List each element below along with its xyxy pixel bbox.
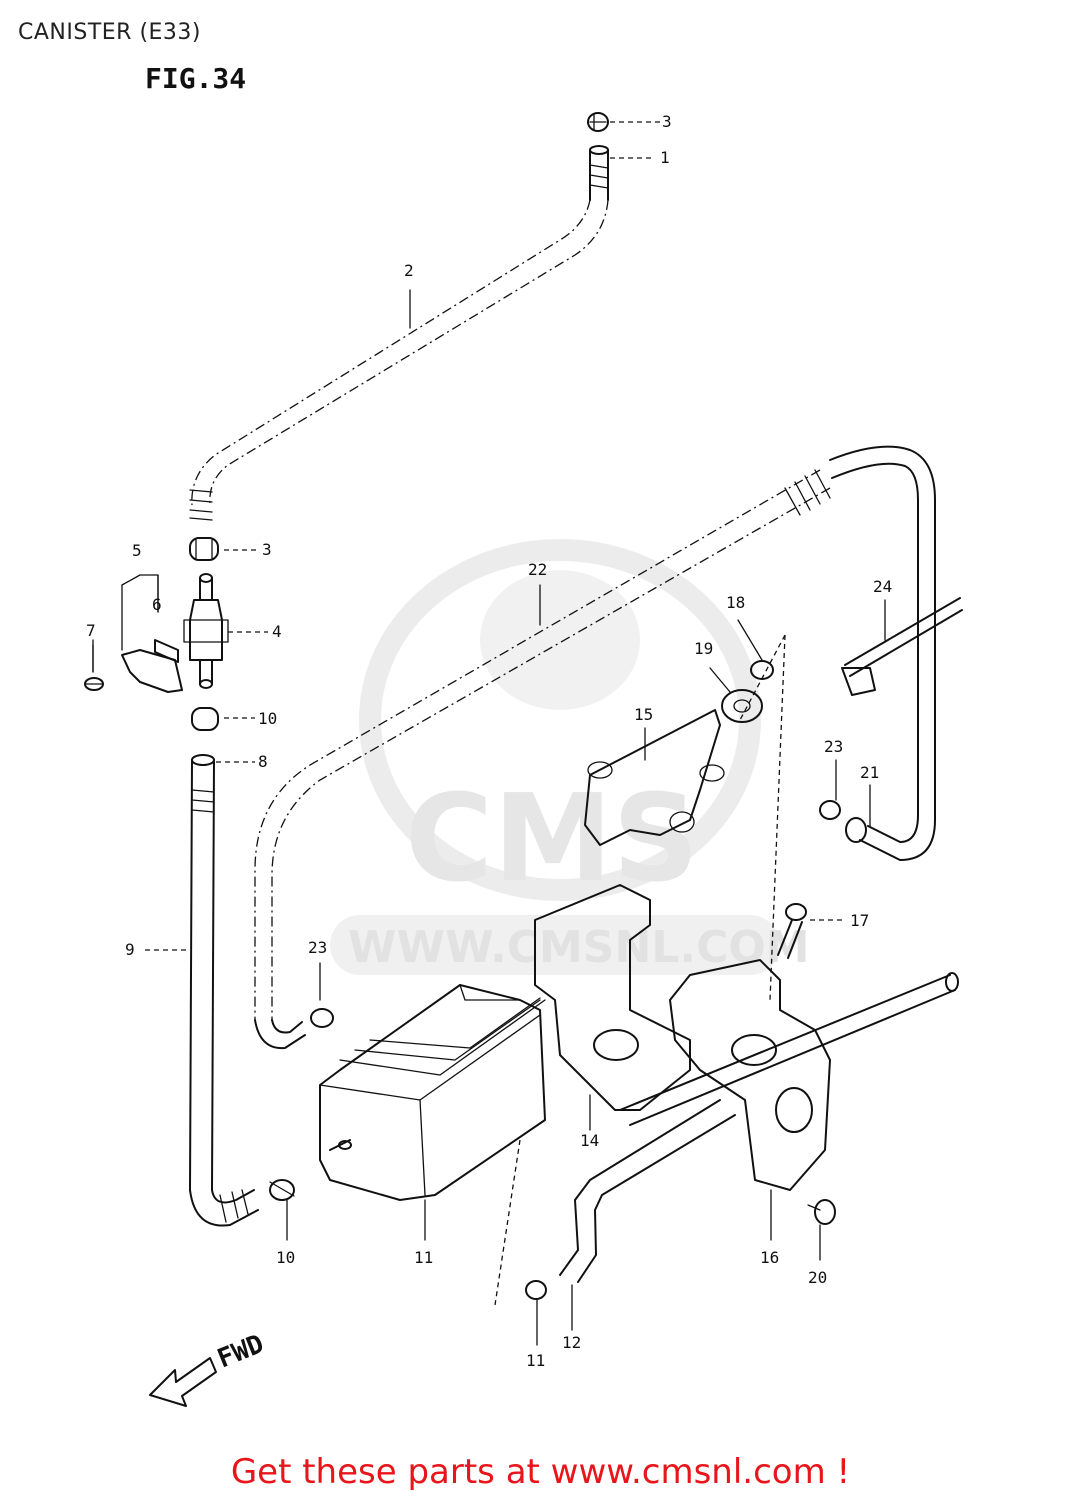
callout-20: 20 [808,1268,827,1287]
callout-4: 4 [272,622,282,641]
part-11-canister [319,984,546,1201]
part-14-plate [534,884,691,1111]
watermark-text: WWW.CMSNL.COM [348,922,810,973]
part-18-19-grommet [721,660,774,723]
pipe [619,972,959,1126]
part-2-upper-hose [189,199,609,521]
forward-arrow-icon [149,1357,217,1407]
callout-6: 6 [152,595,162,614]
callout-17: 17 [850,911,869,930]
callout-10-upper: 10 [258,709,277,728]
callout-5: 5 [132,541,142,560]
callout-23-left: 23 [308,938,327,957]
callout-8: 8 [258,752,268,771]
callout-12: 12 [562,1333,581,1352]
callout-21: 21 [860,763,879,782]
part-21-24-hose [829,445,963,861]
part-17-bolt [777,903,807,959]
callouts: 3 1 2 3 5 6 7 4 10 8 9 23 22 18 19 15 24… [86,112,892,1370]
part-23-clamp [310,1008,334,1028]
part-10-lower-clamp [269,1179,295,1201]
watermark: CMS WWW.CMSNL.COM [330,539,810,975]
part-15-bracket [584,709,725,846]
callout-15: 15 [634,705,653,724]
callout-23-right: 23 [824,737,843,756]
watermark-logo: CMS [405,770,699,909]
part-23-right-clamp [819,800,841,820]
callout-10-lower: 10 [276,1248,295,1267]
get-parts-link[interactable]: Get these parts at www.cmsnl.com ! [230,1452,851,1492]
part-1-connector [589,145,609,201]
callout-24: 24 [873,577,892,596]
callout-19: 19 [694,639,713,658]
leader-lines [92,121,886,1346]
callout-3: 3 [262,540,272,559]
part-20-bolt [807,1199,836,1225]
part-12-hose [559,1099,736,1283]
callout-2: 2 [404,261,414,280]
callout-9: 9 [125,940,135,959]
part-10-clamp [191,707,219,731]
part-11-clamp [525,1280,547,1300]
forward-label: FWD [213,1329,268,1374]
callout-7: 7 [86,621,96,640]
callout-22: 22 [528,560,547,579]
callout-18: 18 [726,593,745,612]
part-8-9-hose [189,754,259,1227]
callout-11-lower: 11 [526,1351,545,1370]
figure-label: FIG.34 [145,62,246,95]
callout-14: 14 [580,1131,599,1150]
page-title: CANISTER (E33) [18,20,201,45]
callout-11: 11 [414,1248,433,1267]
part-7-bolt [84,644,104,691]
part-4-fuel-filter [183,573,229,689]
panel-outline [494,634,786,1306]
part-3-top-clamp [587,112,609,132]
part-5-6-bracket [121,574,183,693]
forward-arrow: FWD [149,1329,268,1407]
callout-16: 16 [760,1248,779,1267]
callout-1: 1 [660,148,670,167]
part-3-clamp [189,537,219,561]
part-22-long-hose [254,469,831,1050]
callout-3-top: 3 [662,112,672,131]
